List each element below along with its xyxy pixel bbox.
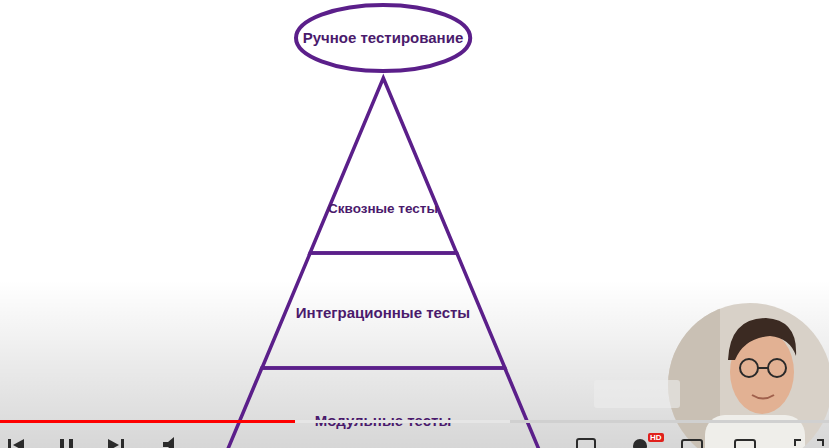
tooltip-box — [594, 380, 680, 408]
hd-badge: HD — [648, 433, 664, 442]
player-controls — [8, 437, 823, 448]
node-label: Модульные тесты — [315, 411, 451, 431]
node-text-holder: Ручное тестирование — [294, 28, 472, 48]
ellipse-node: Ручное тестирование — [294, 3, 472, 73]
presenter-picture — [660, 300, 829, 448]
buffer-bar — [0, 420, 510, 423]
node-text-holder: Модульные тесты — [217, 411, 550, 431]
node-label: Интеграционные тесты — [296, 303, 470, 323]
player-shade — [0, 280, 829, 448]
node-label: Ручное тестирование — [303, 28, 464, 48]
band-outline — [217, 368, 550, 448]
pyramid-band: Модульные тесты — [217, 368, 550, 448]
progress-bar — [0, 420, 295, 423]
node-text-holder: Сквозные тесты — [310, 200, 457, 218]
pyramid-band: Интеграционные тесты — [262, 253, 505, 368]
pyramid-band: Сквозные тесты — [310, 78, 457, 253]
node-text-holder: Интеграционные тесты — [262, 303, 505, 323]
node-label: Сквозные тесты — [328, 200, 438, 218]
progress-track — [0, 420, 829, 423]
band-outline — [310, 78, 457, 253]
